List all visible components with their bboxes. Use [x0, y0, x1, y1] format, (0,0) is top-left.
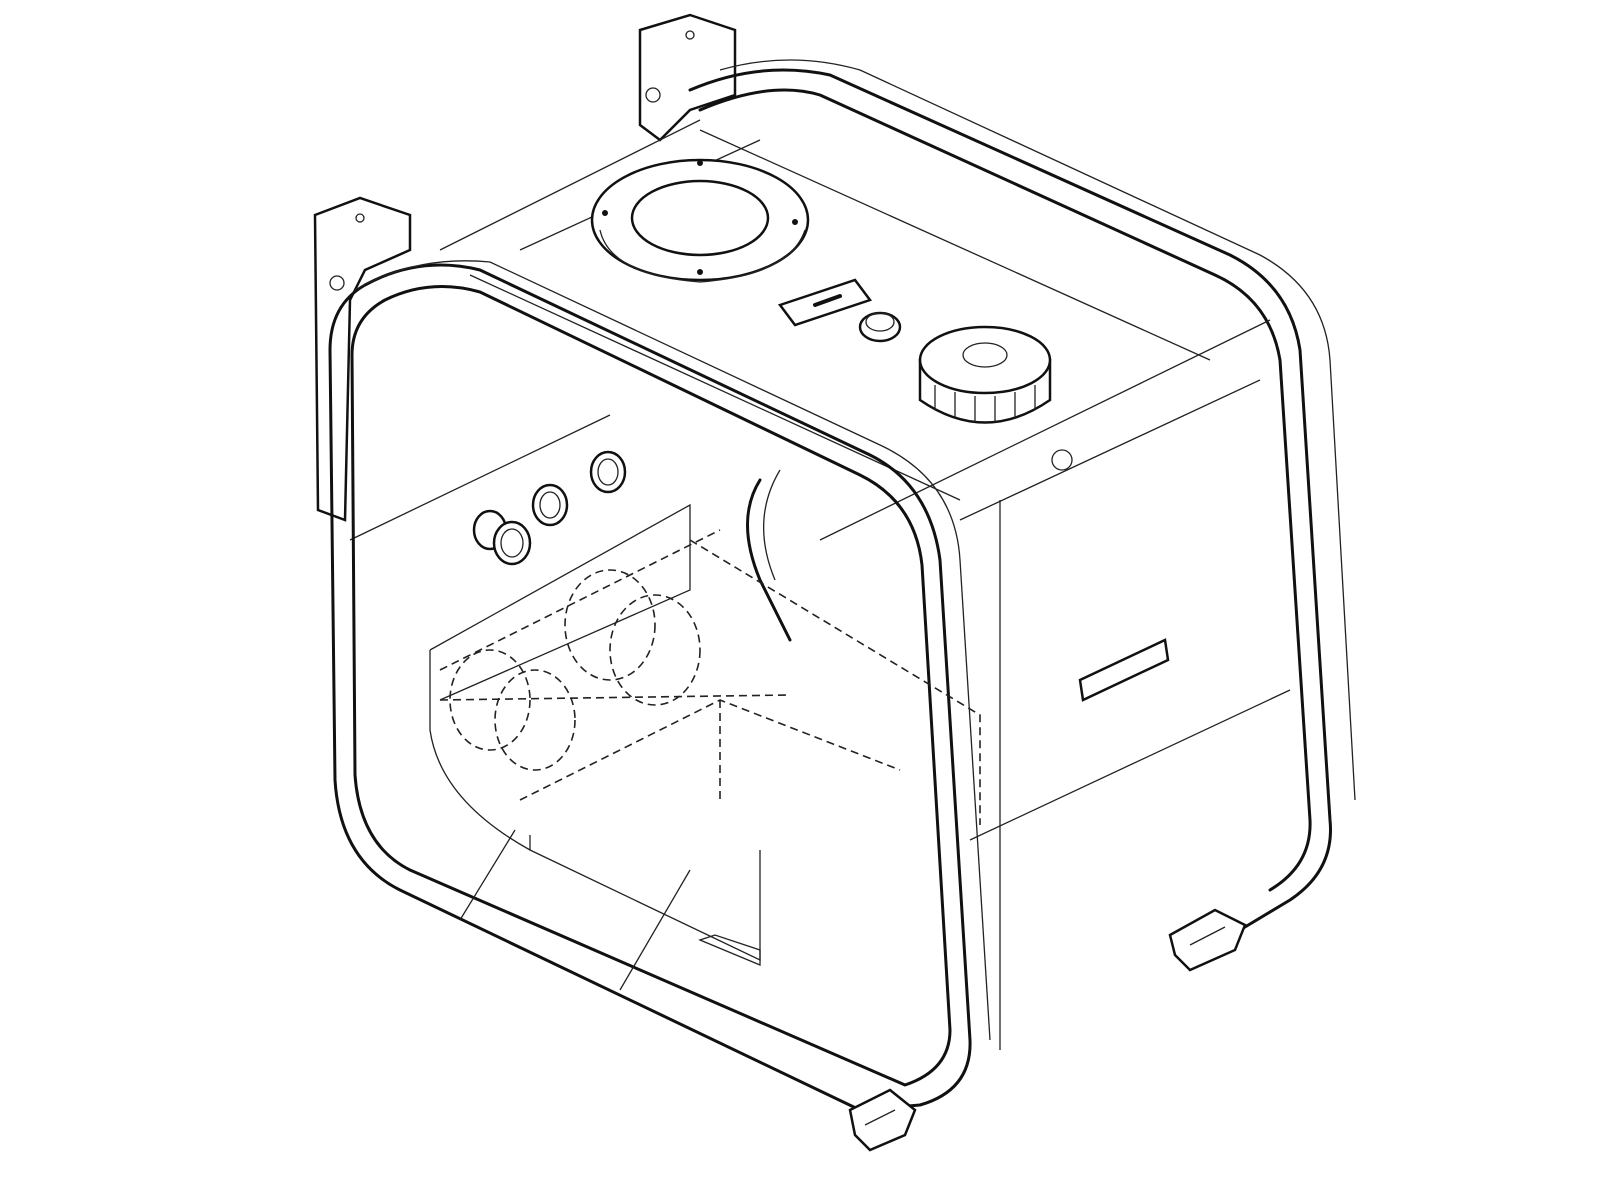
- rear-clamp-foot: [1168, 908, 1247, 972]
- rear-frame-band: [688, 59, 1356, 932]
- front-clamp-foot: [848, 1088, 917, 1152]
- front-mounting-bracket: [313, 196, 412, 522]
- plug-icon: [858, 311, 902, 343]
- tank-top-face: [349, 119, 1291, 1050]
- front-frame-band: [328, 260, 991, 1112]
- inspection-cover: [746, 469, 792, 642]
- vent-hole: [1051, 449, 1073, 471]
- filler-flange: [590, 158, 810, 283]
- ports: [472, 450, 627, 566]
- rear-mounting-bracket: [638, 13, 737, 142]
- label-plate: [777, 278, 873, 327]
- internal-baffle: [429, 503, 981, 991]
- filler-cap: [918, 325, 1052, 424]
- side-label-plate: [1078, 638, 1170, 702]
